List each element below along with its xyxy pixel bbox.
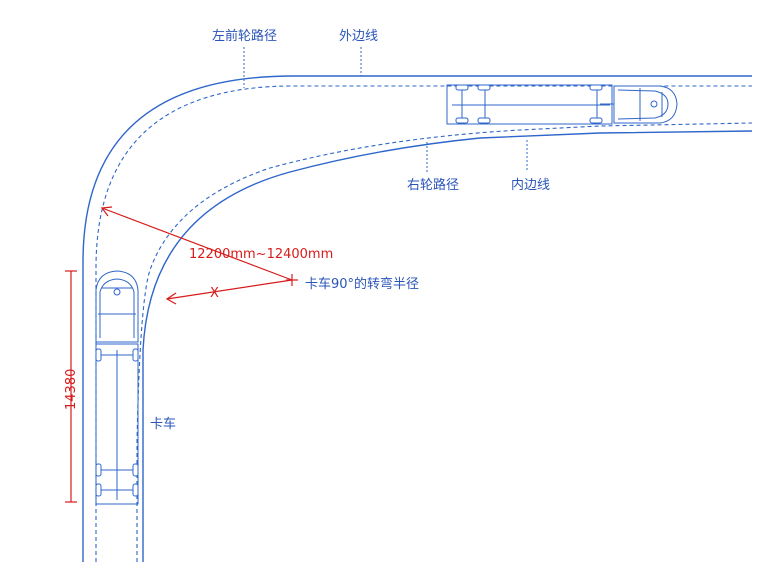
label-outer-edge: 外边线 [339,29,378,44]
radius-arrow-outer [100,206,113,217]
truck-vertical-trailer [95,343,139,505]
radius-line-outer [101,207,293,281]
radius-arrow-inner [165,292,177,305]
label-radius-range: 12200mm~12400mm [189,247,333,262]
length-dimension [65,270,77,503]
right-wheel-path [136,122,753,562]
outer-edge-line [82,75,752,562]
radius-dimension [100,206,298,305]
label-inner-edge: 内边线 [511,177,550,193]
truck-vertical [95,270,139,505]
inner-edge-line [142,130,753,562]
truck-horizontal [446,84,678,125]
truck-vertical-cab [95,270,139,343]
truck-horizontal-cab [613,85,678,124]
label-truck: 卡车 [150,416,176,432]
radius-line-inner [166,279,293,300]
label-x-mark: X [210,286,219,301]
label-turn-radius: 卡车90°的转弯半径 [305,276,419,292]
label-right-wheel-path: 右轮路径 [407,177,459,193]
label-left-front-wheel-path: 左前轮路径 [212,28,277,44]
left-front-wheel-path [95,85,752,562]
label-length-dimension: 14380 [64,369,79,410]
